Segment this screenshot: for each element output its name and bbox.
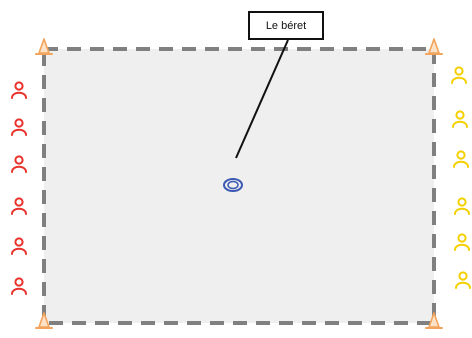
label-pointer-line bbox=[235, 39, 289, 159]
cone-icon bbox=[35, 312, 53, 329]
label-text: Le béret bbox=[265, 19, 307, 32]
person-icon bbox=[451, 66, 467, 84]
rugby-ball-icon bbox=[223, 178, 243, 192]
person-icon bbox=[11, 118, 27, 136]
cone-icon bbox=[35, 38, 53, 55]
person-icon bbox=[11, 155, 27, 173]
person-icon bbox=[454, 233, 470, 251]
person-icon bbox=[455, 271, 471, 289]
person-icon bbox=[452, 110, 468, 128]
person-icon bbox=[11, 81, 27, 99]
person-icon bbox=[11, 237, 27, 255]
person-icon bbox=[11, 197, 27, 215]
cone-icon bbox=[425, 312, 443, 329]
person-icon bbox=[11, 277, 27, 295]
cone-icon bbox=[425, 38, 443, 55]
playing-field bbox=[42, 47, 436, 325]
label-box: Le béret bbox=[248, 11, 324, 40]
person-icon bbox=[454, 197, 470, 215]
person-icon bbox=[453, 150, 469, 168]
